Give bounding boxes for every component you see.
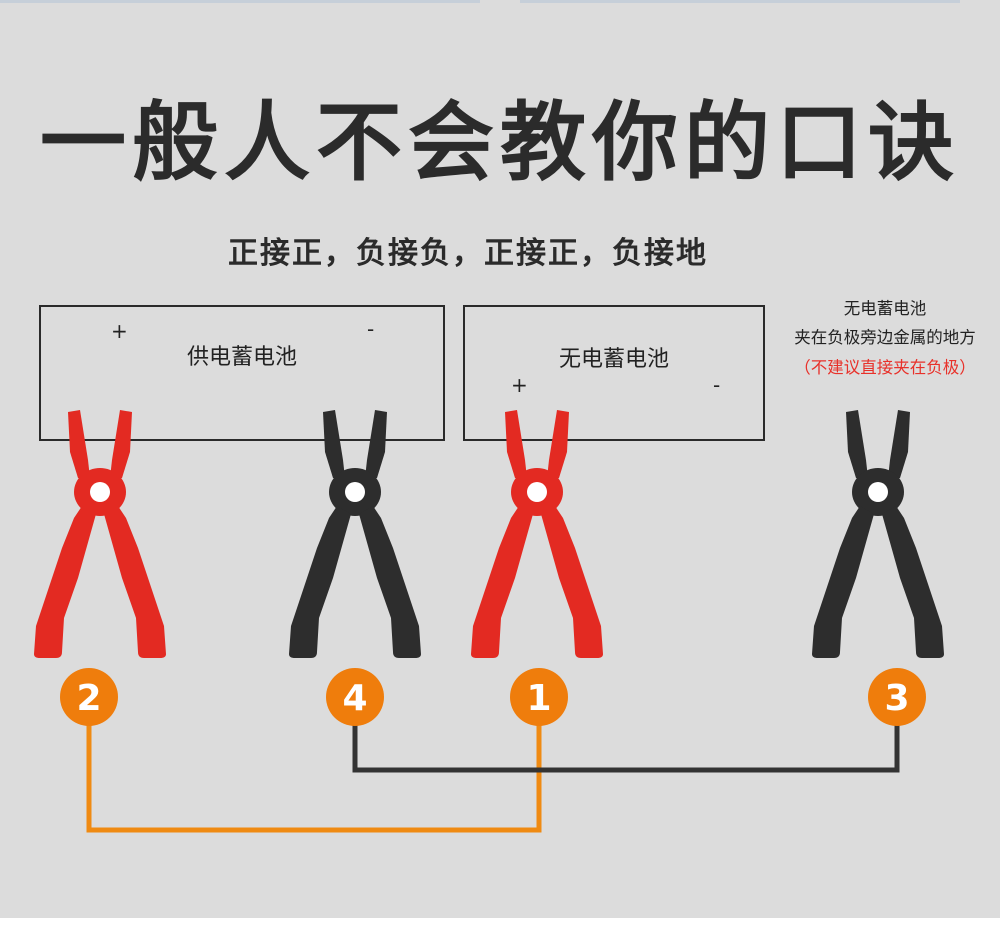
clamp-pivot-hole (868, 482, 888, 502)
subtitle-mnemonic: 正接正，负接负，正接正，负接地 (228, 236, 708, 271)
top-edge-line (520, 0, 960, 3)
black-clamp-ground (812, 410, 944, 658)
step-number: 2 (76, 678, 101, 719)
dead-battery: 无电蓄电池 + - (463, 305, 765, 441)
supply-battery: + - 供电蓄电池 (39, 305, 445, 441)
supply-battery-label: 供电蓄电池 (186, 345, 297, 370)
dead-battery-positive-sign: + (511, 373, 528, 397)
main-title: 一般人不会教你的口诀 (40, 93, 960, 193)
supply-battery-negative-sign: - (367, 317, 375, 341)
clamp-pivot-hole (345, 482, 365, 502)
red-clamp-dead-positive (471, 410, 603, 658)
step-number: 1 (526, 678, 551, 719)
top-edge-line (0, 0, 480, 3)
clamp-pivot-hole (90, 482, 110, 502)
step-badge-1: 1 (510, 668, 568, 726)
supply-battery-positive-sign: + (111, 319, 128, 343)
step-badge-3: 3 (868, 668, 926, 726)
red-clamp-supply-positive (34, 410, 166, 658)
dead-battery-negative-sign: - (713, 373, 721, 397)
ground-note-line2: 夹在负极旁边金属的地方 (794, 328, 976, 347)
dead-battery-label: 无电蓄电池 (558, 347, 669, 372)
ground-note-line1: 无电蓄电池 (843, 299, 927, 318)
step-number: 3 (884, 678, 909, 719)
footer-strip (0, 918, 1000, 944)
ground-note-warning: （不建议直接夹在负极） (794, 358, 976, 377)
step-badge-2: 2 (60, 668, 118, 726)
step-badge-4: 4 (326, 668, 384, 726)
clamp-pivot-hole (527, 482, 547, 502)
black-clamp-supply-negative (289, 410, 421, 658)
orange-jumper-cable (86, 700, 542, 833)
black-jumper-cable (352, 700, 900, 773)
step-number: 4 (342, 678, 367, 719)
